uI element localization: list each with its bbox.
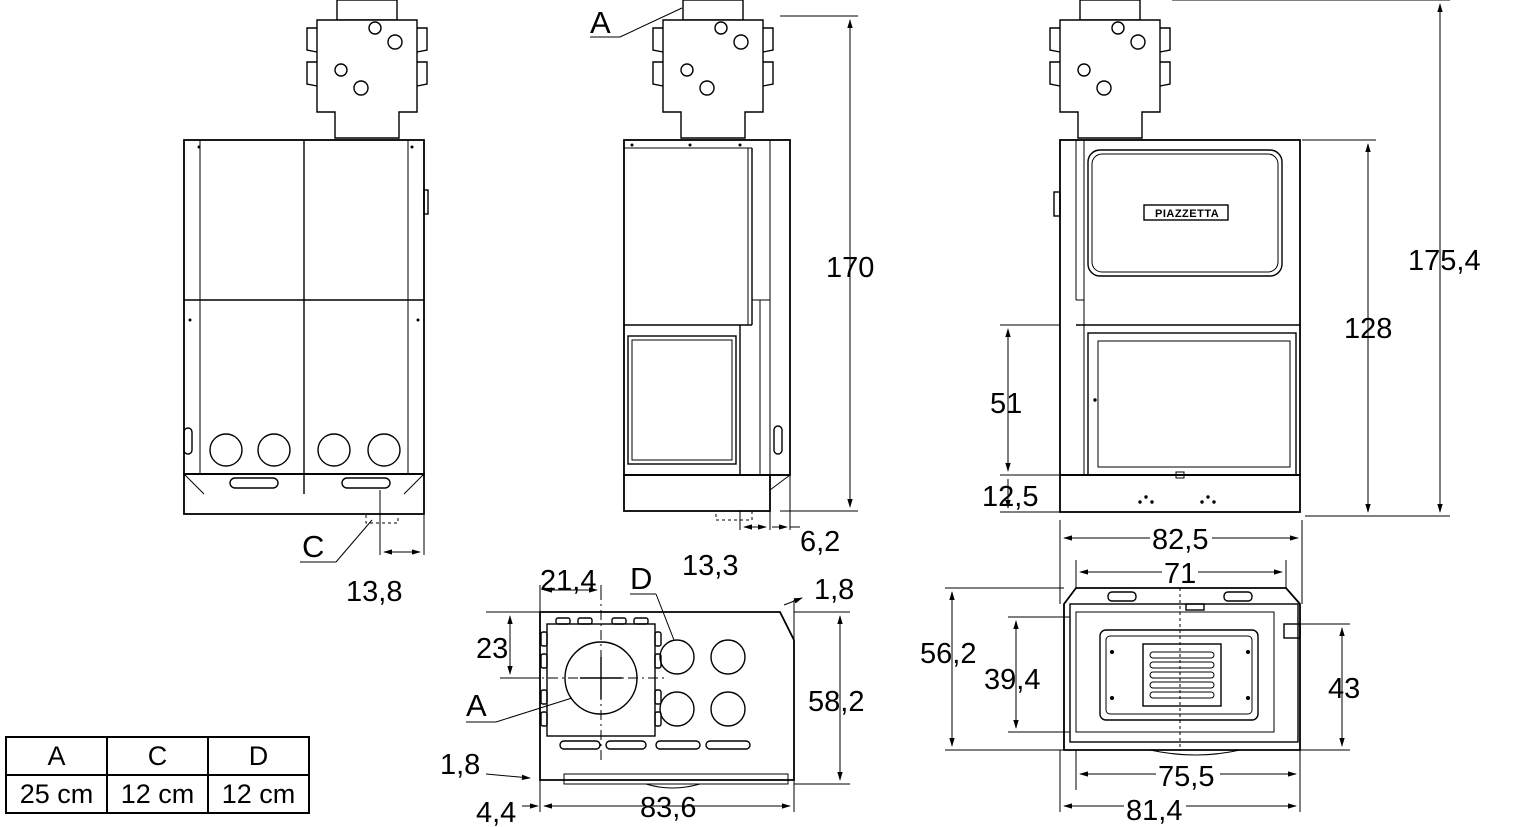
dim-6-2: 6,2	[800, 526, 840, 558]
dim-21-4: 21,4	[540, 565, 596, 597]
dim-175-4: 175,4	[1408, 245, 1481, 277]
dim-56-2: 56,2	[920, 638, 976, 670]
top-view-left: A D 21,4 1,8 23 58,2 1,8 4,4 83,6	[440, 561, 864, 827]
dim-13-8: 13,8	[346, 576, 402, 608]
legend-value-d: 12 cm	[207, 774, 310, 814]
dim-39-4: 39,4	[984, 664, 1040, 696]
dim-75-5: 75,5	[1158, 761, 1214, 793]
legend-table: A C D 25 cm 12 cm 12 cm	[5, 736, 310, 814]
rear-view: PIAZZETTA 175,4 128 51 12,5	[982, 0, 1481, 517]
dim-71: 71	[1164, 558, 1196, 590]
dim-1-8-bottom: 1,8	[440, 749, 480, 781]
label-d-top: D	[630, 561, 652, 596]
legend-value-c: 12 cm	[106, 774, 209, 814]
legend-header-c: C	[106, 736, 209, 776]
dim-170: 170	[826, 252, 874, 284]
legend-header-d: D	[207, 736, 310, 776]
brand-logo-text: PIAZZETTA	[1155, 208, 1219, 220]
dim-82-5: 82,5	[1152, 524, 1208, 556]
legend-value-a: 25 cm	[5, 774, 108, 814]
dim-43: 43	[1328, 673, 1360, 705]
legend-value-row: 25 cm 12 cm 12 cm	[5, 774, 310, 814]
dim-4-4: 4,4	[476, 797, 516, 827]
legend-header-row: A C D	[5, 736, 310, 776]
legend-header-a: A	[5, 736, 108, 776]
dim-51: 51	[990, 388, 1022, 420]
label-a-top: A	[466, 688, 487, 723]
dim-12-5: 12,5	[982, 481, 1038, 513]
front-view: C 13,8	[183, 0, 429, 608]
brand-logo	[1143, 204, 1229, 221]
side-view: A 170 13,3 6,2	[590, 0, 874, 582]
dim-1-8-top: 1,8	[814, 574, 854, 606]
dim-58-2: 58,2	[808, 686, 864, 718]
label-a-side: A	[590, 5, 611, 40]
top-view-right: 82,5 71 56,2 39,4 43 75,5 81,4	[920, 520, 1360, 827]
dim-128: 128	[1344, 313, 1392, 345]
dim-81-4: 81,4	[1126, 795, 1182, 827]
dim-23: 23	[476, 633, 508, 665]
dim-13-3: 13,3	[682, 550, 738, 582]
label-c-front: C	[302, 529, 324, 564]
dim-83-6: 83,6	[640, 792, 696, 824]
